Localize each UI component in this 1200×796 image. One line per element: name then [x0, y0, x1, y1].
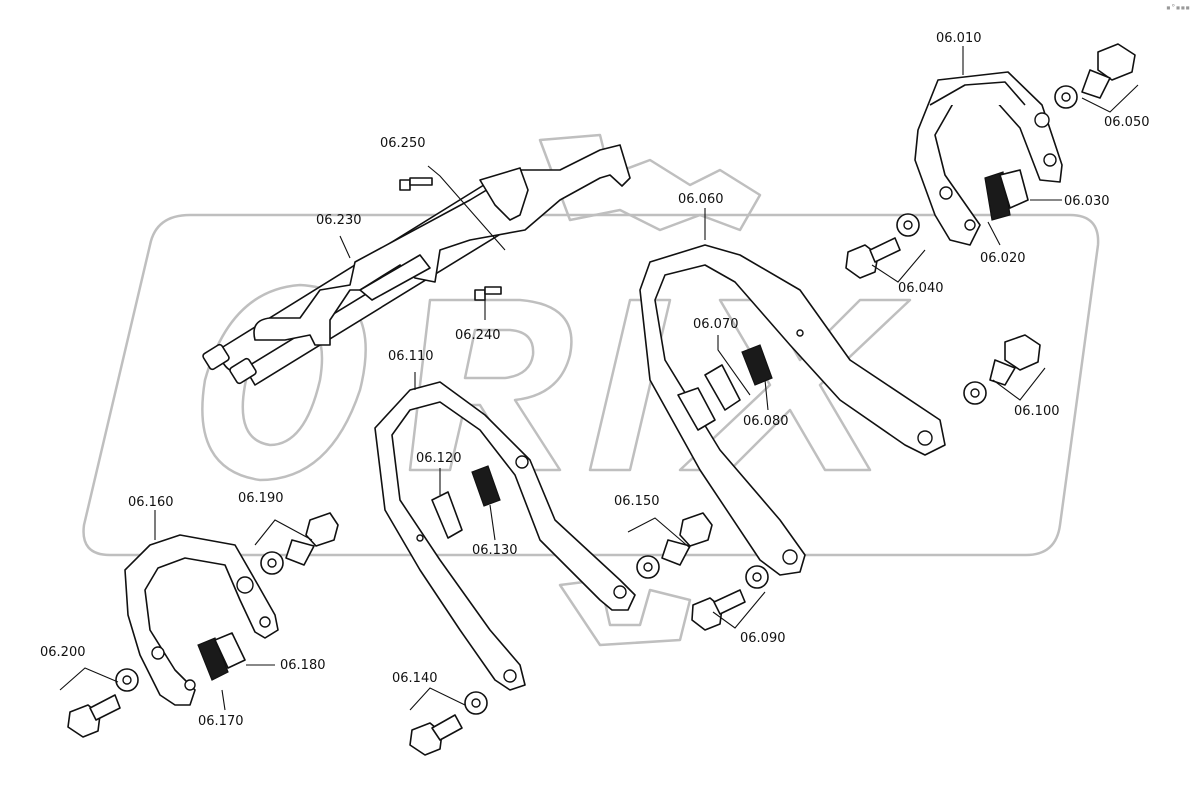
- bolt-06-140: [409, 714, 463, 756]
- label-06-150: 06.150: [614, 494, 660, 509]
- label-06-120: 06.120: [416, 451, 462, 466]
- washer-06-150: [636, 555, 660, 579]
- washer-06-090: [745, 565, 769, 589]
- pad-06-080: [741, 344, 773, 386]
- label-06-200: 06.200: [40, 645, 86, 660]
- label-06-170: 06.170: [198, 714, 244, 729]
- shift-fork-06-010: [914, 71, 1063, 246]
- label-06-230: 06.230: [316, 213, 362, 228]
- bolt-06-200: [67, 694, 121, 738]
- label-06-100: 06.100: [1014, 404, 1060, 419]
- leader-lines: [59, 46, 1139, 711]
- bolt-06-050: [1081, 43, 1136, 99]
- bolt-06-040: [845, 237, 901, 279]
- label-06-050: 06.050: [1104, 115, 1150, 130]
- bolt-06-250: [399, 177, 433, 191]
- label-06-110: 06.110: [388, 349, 434, 364]
- shift-fork-06-110: [374, 381, 636, 691]
- shift-fork-06-160: [124, 534, 279, 706]
- label-06-060: 06.060: [678, 192, 724, 207]
- label-06-010: 06.010: [936, 31, 982, 46]
- label-06-160: 06.160: [128, 495, 174, 510]
- label-06-190: 06.190: [238, 491, 284, 506]
- pad-06-180: [214, 632, 246, 669]
- pad-06-130: [471, 465, 501, 507]
- washer-06-100: [963, 381, 987, 405]
- pad-06-070: [677, 364, 741, 431]
- washer-06-190: [260, 551, 284, 575]
- label-06-130: 06.130: [472, 543, 518, 558]
- washer-06-050: [1054, 85, 1078, 109]
- label-06-250: 06.250: [380, 136, 426, 151]
- label-06-180: 06.180: [280, 658, 326, 673]
- bolt-06-090: [691, 589, 746, 631]
- pad-06-120: [431, 491, 463, 539]
- shift-fork-06-060: [639, 244, 946, 576]
- bolt-06-190: [285, 512, 339, 566]
- pad-06-030: [999, 169, 1029, 209]
- washer-06-040: [896, 213, 920, 237]
- label-06-240: 06.240: [455, 328, 501, 343]
- bolt-06-150: [661, 512, 713, 566]
- corner-mark: ▪°▪▪▪: [1166, 3, 1190, 12]
- pad-06-170: [197, 637, 229, 681]
- callout-labels: 06.010 06.050 06.030 06.020 06.040 06.06…: [40, 31, 1150, 729]
- label-06-140: 06.140: [392, 671, 438, 686]
- label-06-070: 06.070: [693, 317, 739, 332]
- bolt-06-100: [989, 334, 1041, 386]
- washer-06-200: [115, 668, 139, 692]
- shift-rail-assembly: [202, 144, 631, 386]
- label-06-040: 06.040: [898, 281, 944, 296]
- label-06-090: 06.090: [740, 631, 786, 646]
- washer-06-140: [464, 691, 488, 715]
- label-06-030: 06.030: [1064, 194, 1110, 209]
- bolt-06-240: [474, 286, 502, 301]
- label-06-080: 06.080: [743, 414, 789, 429]
- label-06-020: 06.020: [980, 251, 1026, 266]
